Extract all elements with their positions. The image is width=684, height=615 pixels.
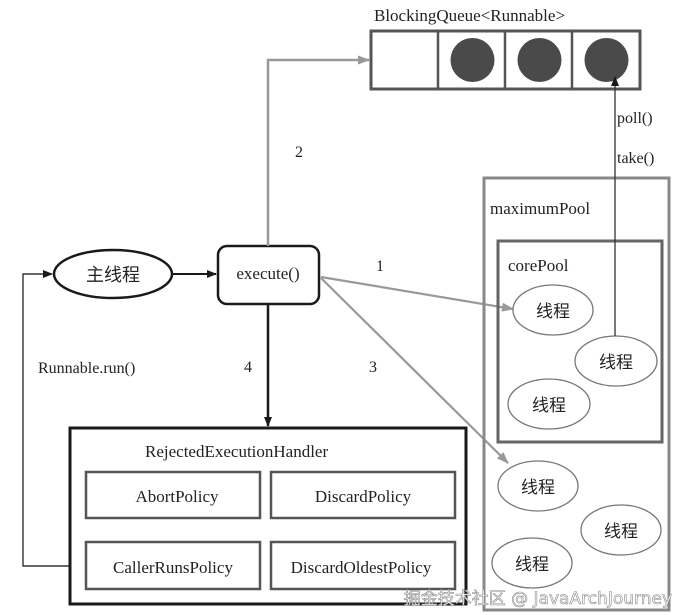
max-thread-node — [580, 504, 662, 556]
queued-task-dot — [450, 38, 495, 82]
edge-label-3: 3 — [369, 359, 377, 376]
policy-label: DiscardPolicy — [315, 487, 412, 506]
callback-label: Runnable.run() — [38, 360, 135, 377]
maximum-pool-box — [482, 176, 671, 612]
core-thread-node — [507, 378, 591, 430]
core-thread-node — [574, 335, 658, 387]
queued-task-dot — [517, 38, 562, 82]
policy-label: AbortPolicy — [135, 487, 219, 506]
take-label: take() — [617, 150, 654, 167]
edge-label-1: 1 — [376, 258, 384, 275]
core-thread-label: 线程 — [532, 396, 566, 416]
max-thread-label: 线程 — [521, 478, 555, 498]
arrow-callback-to-main — [22, 270, 86, 567]
arrow-3-to-maximum-pool — [320, 277, 509, 464]
main-thread-label: 主线程 — [86, 265, 140, 286]
arrow-2-to-queue — [266, 55, 370, 246]
policy-box-abort — [84, 470, 262, 520]
blocking-queue — [369, 29, 642, 91]
handler-label: RejectedExecutionHandler — [145, 442, 328, 461]
policy-box-discard-oldest — [269, 540, 457, 591]
queued-task-dot — [584, 38, 629, 82]
core-pool-box — [496, 239, 664, 444]
core-thread-node — [512, 284, 594, 336]
max-thread-node — [497, 460, 579, 512]
poll-label: poll() — [617, 110, 653, 127]
queue-label: BlockingQueue<Runnable> — [374, 6, 565, 25]
max-thread-label: 线程 — [515, 555, 549, 575]
core-pool-label: corePool — [508, 256, 569, 275]
core-thread-label: 线程 — [536, 302, 570, 322]
edge-label-4: 4 — [244, 359, 252, 376]
policy-box-caller-runs — [84, 540, 262, 591]
max-thread-label: 线程 — [604, 522, 638, 542]
policy-label: DiscardOldestPolicy — [291, 558, 432, 577]
edge-label-2: 2 — [295, 144, 303, 161]
policy-label: CallerRunsPolicy — [113, 558, 233, 577]
core-thread-label: 线程 — [599, 353, 633, 373]
watermark: 掘金技术社区 @ JavaArchJourney — [404, 589, 672, 609]
maximum-pool-label: maximumPool — [490, 199, 590, 218]
max-thread-node — [491, 537, 573, 589]
arrow-1-to-core-pool — [320, 275, 514, 312]
execute-label: execute() — [236, 264, 299, 283]
policy-box-discard — [269, 470, 457, 520]
